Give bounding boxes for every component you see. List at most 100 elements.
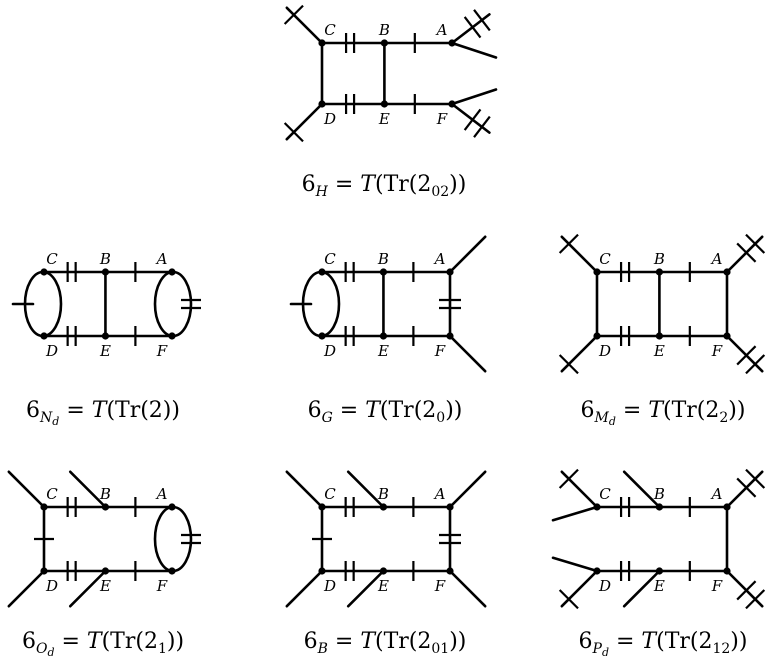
vertex-label: F [711,342,723,360]
vertex-label: D [45,342,58,360]
vertex-F [446,567,454,575]
leg-cross-mark [736,242,757,263]
vertex-C [318,268,326,276]
vertex-E [379,332,388,340]
external-leg [450,102,491,138]
vertex-label: E [377,577,389,595]
vertex-C [318,503,326,511]
double-tick-mark [344,497,355,517]
vertex-label: E [653,342,665,360]
leg-cross-mark [745,354,766,375]
caption-trace: (Tr( [106,398,148,423]
vertex-label: D [323,110,336,128]
vertex-B [101,268,110,276]
caption-argument: 2 [417,172,431,197]
leg-line [68,470,107,509]
vertex-label: B [99,485,111,503]
vertex-label: A [433,485,446,503]
vertex-A [446,268,454,276]
leg-line [285,470,324,509]
vertex-label: E [378,110,390,128]
external-leg [283,4,324,45]
external-leg [725,569,766,610]
external-leg [725,468,766,509]
external-leg [7,470,46,509]
vertex-label: D [45,577,58,595]
external-leg [448,334,487,373]
leg-cross-mark [558,589,579,610]
external-leg [448,235,487,274]
external-leg [450,41,498,59]
caption-close: )) [728,398,745,423]
vertex-label: E [99,577,111,595]
caption-subscript: G [322,410,333,426]
vertex-E [655,332,664,340]
caption-trace: (Tr( [380,398,422,423]
vertex-F [723,332,731,340]
vertex-B [101,503,110,511]
external-leg [68,470,107,509]
caption-subscript: H [315,184,329,200]
leg-line [725,470,764,509]
vertex-label: C [324,250,336,268]
leg-cross-mark [473,115,491,138]
vertex-label: B [377,485,389,503]
caption-argument-subscript: 01 [431,641,449,657]
caption-T: T [360,172,377,197]
external-leg [7,569,46,608]
caption-equals: = [616,398,648,423]
vertex-D [40,332,48,340]
double-tick-mark [344,262,355,282]
caption-close: )) [167,629,184,654]
vertex-label: C [599,250,611,268]
leg-line [7,569,46,608]
vertex-label: A [435,21,448,39]
caption-number: 6 [581,398,595,423]
vertex-label: B [653,485,665,503]
double-tick-mark [619,262,631,282]
external-leg [450,88,498,106]
leg-cross-mark [736,477,757,498]
external-leg [551,556,599,573]
vertex-B [379,503,388,511]
external-leg [346,470,385,509]
caption-argument: 2 [144,629,158,654]
external-leg [448,470,487,509]
vertex-F [723,567,731,575]
diagram-caption: 6Md = T(Tr(22)) [581,398,746,428]
vertex-D [593,567,601,575]
caption-number: 6 [579,629,593,654]
vertex-F [446,332,454,340]
caption-argument-subscript: 2 [719,410,728,426]
vertex-label: F [711,577,723,595]
caption-close: )) [445,398,462,423]
vertex-A [723,503,731,511]
caption-sub-subscript: d [47,646,54,659]
vertex-label: F [156,577,168,595]
vertex-C [40,268,48,276]
leg-line [7,470,46,509]
vertex-label: C [324,485,336,503]
leg-line [622,569,661,608]
double-tick-mark [439,298,461,310]
diagram-caption: 6Od = T(Tr(21)) [22,629,184,659]
vertex-label: D [323,577,336,595]
diagram-caption: 6H = T(Tr(202)) [302,172,467,200]
leg-cross-mark [283,4,304,25]
leg-line [448,334,487,373]
vertex-label: C [599,485,611,503]
caption-close: )) [449,629,466,654]
external-leg [622,470,661,509]
leg-cross-mark [558,233,579,254]
double-tick-mark [619,326,631,346]
caption-T: T [365,398,382,423]
vertex-label: F [436,110,448,128]
leg-line [448,235,487,274]
leg-line [622,470,661,509]
vertex-label: C [324,21,336,39]
leg-line [725,235,764,274]
